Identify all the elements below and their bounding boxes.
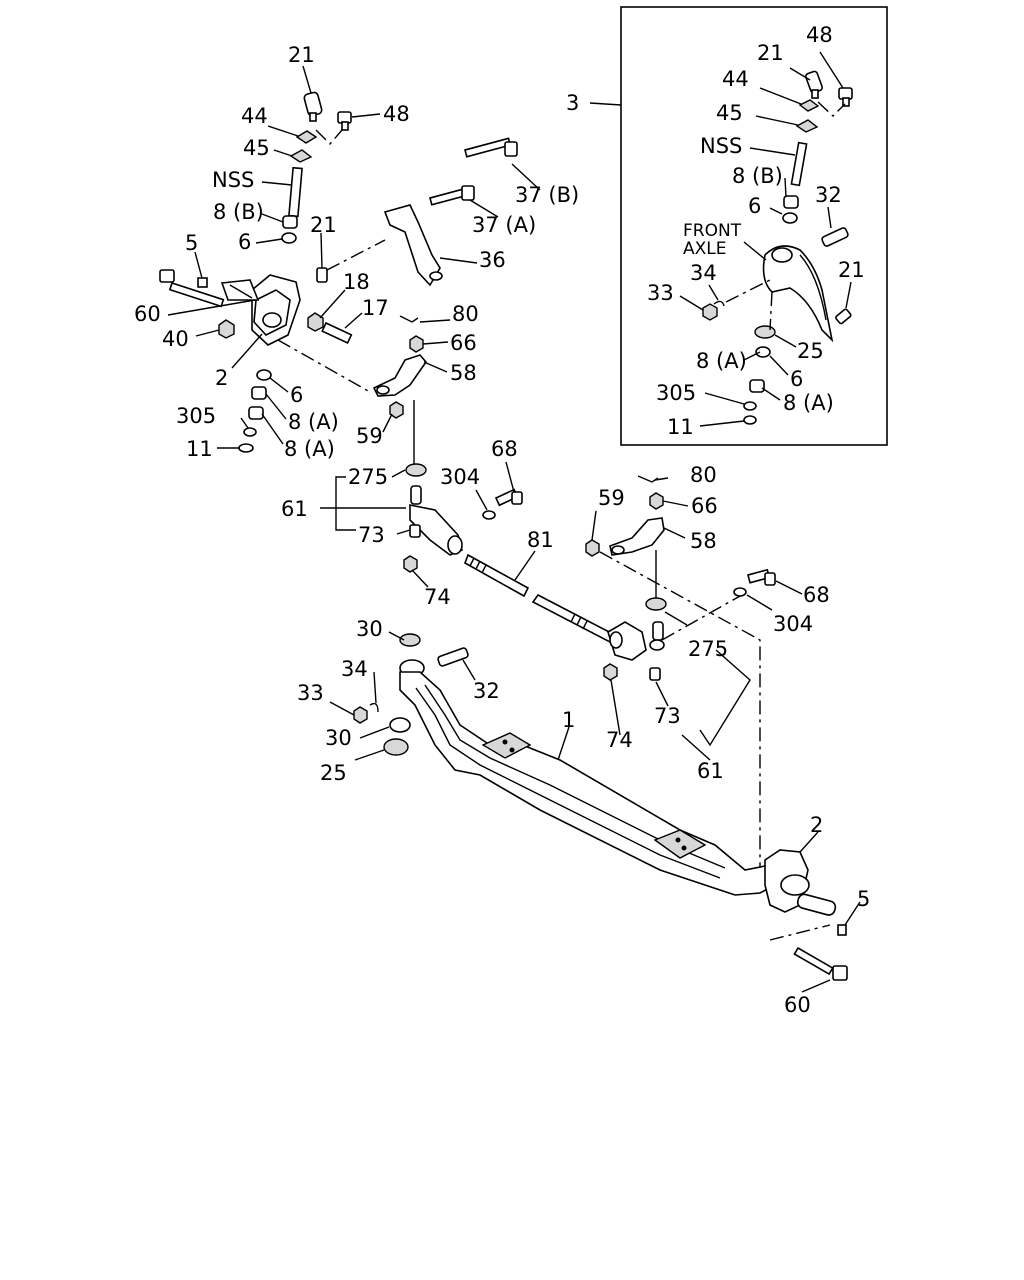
label-66-left: 66 bbox=[450, 331, 477, 355]
inset-leaders bbox=[589, 51, 852, 427]
label-34: 34 bbox=[341, 657, 368, 681]
inset-label-8b: 8 (B) bbox=[732, 164, 783, 188]
label-8a-lower: 8 (A) bbox=[284, 437, 335, 461]
label-17: 17 bbox=[362, 296, 389, 320]
inset-label-axle: AXLE bbox=[683, 239, 727, 259]
label-58-left: 58 bbox=[450, 361, 477, 385]
main-labels: 21 44 48 45 NSS 37 (B) 8 (B) 21 37 (A) 5… bbox=[134, 43, 870, 1017]
label-2-right: 2 bbox=[810, 813, 823, 837]
label-32: 32 bbox=[473, 679, 500, 703]
inset-parts-drawing bbox=[702, 70, 853, 425]
inset-front-axle-detail: 3 48 21 44 45 NSS 8 (B) 32 6 FRONT AXLE … bbox=[566, 6, 888, 446]
main-parts-drawing bbox=[159, 91, 848, 981]
inset-label-front: FRONT bbox=[683, 221, 742, 241]
label-6-lower: 6 bbox=[290, 383, 303, 407]
axle-beam-drawing bbox=[399, 659, 776, 896]
label-61-left: 61 bbox=[281, 497, 308, 521]
label-74-left: 74 bbox=[424, 585, 451, 609]
label-nss: NSS bbox=[212, 168, 254, 192]
label-30-upper: 30 bbox=[356, 617, 383, 641]
inset-labels: 3 48 21 44 45 NSS 8 (B) 32 6 FRONT AXLE … bbox=[566, 23, 865, 439]
label-45: 45 bbox=[243, 136, 270, 160]
label-68-right: 68 bbox=[803, 583, 830, 607]
label-25: 25 bbox=[320, 761, 347, 785]
inset-label-21: 21 bbox=[757, 41, 784, 65]
label-80-right: 80 bbox=[690, 463, 717, 487]
label-2-left: 2 bbox=[215, 366, 228, 390]
label-73-right: 73 bbox=[654, 704, 681, 728]
label-68-left: 68 bbox=[491, 437, 518, 461]
label-60-right: 60 bbox=[784, 993, 811, 1017]
inset-label-44: 44 bbox=[722, 67, 749, 91]
inset-label-3: 3 bbox=[566, 91, 579, 115]
label-11: 11 bbox=[186, 437, 213, 461]
label-275-right: 275 bbox=[688, 637, 728, 661]
inset-label-11: 11 bbox=[667, 415, 694, 439]
label-5-right: 5 bbox=[857, 887, 870, 911]
label-1: 1 bbox=[562, 708, 575, 732]
label-18: 18 bbox=[343, 270, 370, 294]
label-44: 44 bbox=[241, 104, 268, 128]
inset-label-25: 25 bbox=[797, 339, 824, 363]
label-40: 40 bbox=[162, 327, 189, 351]
inset-label-6-upper: 6 bbox=[748, 194, 761, 218]
label-73-left: 73 bbox=[358, 523, 385, 547]
main-leaders bbox=[167, 65, 861, 993]
inset-label-48: 48 bbox=[806, 23, 833, 47]
label-21-top: 21 bbox=[288, 43, 315, 67]
label-59-right: 59 bbox=[598, 486, 625, 510]
label-81: 81 bbox=[527, 528, 554, 552]
label-304-right: 304 bbox=[773, 612, 813, 636]
label-30-lower: 30 bbox=[325, 726, 352, 750]
inset-label-21-right: 21 bbox=[838, 258, 865, 282]
label-36: 36 bbox=[479, 248, 506, 272]
label-59-left: 59 bbox=[356, 424, 383, 448]
label-8b: 8 (B) bbox=[213, 200, 264, 224]
label-58-right: 58 bbox=[690, 529, 717, 553]
label-80-left: 80 bbox=[452, 302, 479, 326]
label-37b: 37 (B) bbox=[515, 183, 579, 207]
label-66-right: 66 bbox=[691, 494, 718, 518]
inset-label-32: 32 bbox=[815, 183, 842, 207]
label-60-left: 60 bbox=[134, 302, 161, 326]
label-61-right: 61 bbox=[697, 759, 724, 783]
inset-label-nss: NSS bbox=[700, 134, 742, 158]
inset-label-45: 45 bbox=[716, 101, 743, 125]
inset-label-34: 34 bbox=[690, 261, 717, 285]
label-5: 5 bbox=[185, 231, 198, 255]
inset-label-8a-lower: 8 (A) bbox=[783, 391, 834, 415]
label-305: 305 bbox=[176, 404, 216, 428]
inset-label-305: 305 bbox=[656, 381, 696, 405]
label-48: 48 bbox=[383, 102, 410, 126]
inset-label-8a-upper: 8 (A) bbox=[696, 349, 747, 373]
label-74-right: 74 bbox=[606, 728, 633, 752]
label-33: 33 bbox=[297, 681, 324, 705]
label-6-upper: 6 bbox=[238, 230, 251, 254]
label-8a-upper: 8 (A) bbox=[288, 410, 339, 434]
label-275-left: 275 bbox=[348, 465, 388, 489]
inset-label-6-lower: 6 bbox=[790, 367, 803, 391]
label-37a: 37 (A) bbox=[472, 213, 536, 237]
label-21-mid: 21 bbox=[310, 213, 337, 237]
inset-label-33: 33 bbox=[647, 281, 674, 305]
label-304-left: 304 bbox=[440, 465, 480, 489]
